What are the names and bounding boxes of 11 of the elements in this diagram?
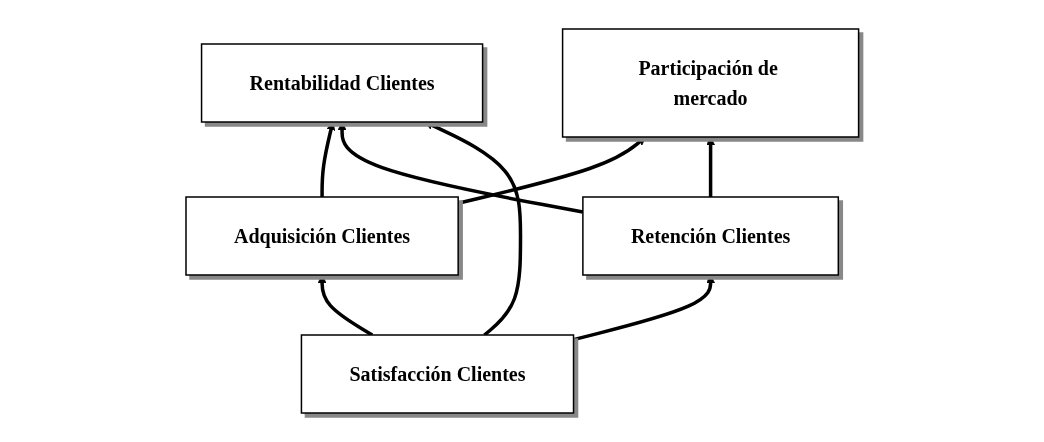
arrow bbox=[317, 274, 373, 337]
arrow bbox=[705, 136, 715, 197]
arrow bbox=[457, 136, 646, 206]
node-box: Adquisición Clientes bbox=[184, 196, 459, 276]
node-box: Satisfacción Clientes bbox=[300, 334, 574, 414]
arrow bbox=[320, 121, 335, 197]
arrow bbox=[337, 121, 583, 214]
node-box: Rentabilidad Clientes bbox=[200, 43, 484, 123]
node-box: Retención Clientes bbox=[581, 196, 839, 276]
node-box: Participación de mercado bbox=[561, 28, 860, 138]
arrow bbox=[424, 121, 522, 337]
